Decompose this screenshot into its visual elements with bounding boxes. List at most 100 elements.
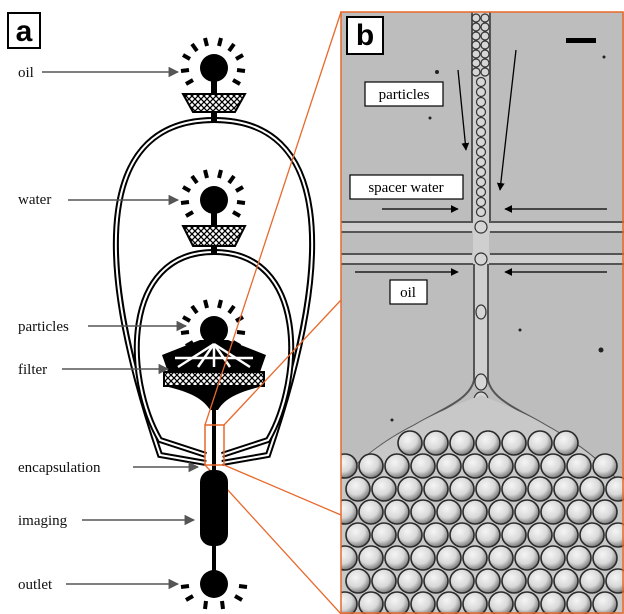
droplet (489, 592, 513, 614)
droplet (346, 569, 370, 593)
droplet (541, 546, 565, 570)
droplet (606, 523, 624, 547)
droplet (411, 592, 435, 614)
droplet (450, 477, 474, 501)
droplet (515, 500, 539, 524)
label-box-spacer-water: spacer water (350, 175, 463, 199)
droplet (476, 431, 500, 455)
droplet (606, 569, 624, 593)
droplet (554, 477, 578, 501)
droplet (463, 546, 487, 570)
panel-a: a (8, 12, 341, 614)
droplet (359, 500, 383, 524)
droplet (359, 592, 383, 614)
label-imaging: imaging (18, 513, 68, 529)
droplet (541, 500, 565, 524)
imaging-chamber (200, 470, 228, 546)
droplet (580, 569, 604, 593)
label-oil: oil (18, 65, 34, 81)
droplet (398, 477, 422, 501)
droplet (359, 546, 383, 570)
droplet (515, 546, 539, 570)
droplet (593, 592, 617, 614)
droplet (580, 523, 604, 547)
droplet (554, 523, 578, 547)
droplet (489, 454, 513, 478)
droplet (398, 569, 422, 593)
droplet (398, 523, 422, 547)
droplet (346, 477, 370, 501)
droplet (567, 592, 591, 614)
droplet (411, 454, 435, 478)
panel-b-micrograph: particles spacer water oil (333, 12, 624, 614)
droplet (333, 454, 357, 478)
droplet (489, 500, 513, 524)
label-b-spacer-water: spacer water (368, 180, 443, 196)
droplet (437, 454, 461, 478)
droplet (502, 477, 526, 501)
droplet (424, 431, 448, 455)
droplet (333, 500, 357, 524)
droplet (554, 569, 578, 593)
droplet (593, 454, 617, 478)
droplet (554, 431, 578, 455)
label-outlet: outlet (18, 577, 53, 593)
label-b-particles: particles (379, 87, 430, 103)
droplet (502, 523, 526, 547)
droplet (450, 431, 474, 455)
droplet (437, 500, 461, 524)
droplet (489, 546, 513, 570)
droplet (333, 546, 357, 570)
panel-b-letter: b (356, 19, 374, 52)
droplet (372, 477, 396, 501)
droplet (385, 454, 409, 478)
particle-inlet-icon (181, 300, 245, 346)
droplet (593, 500, 617, 524)
oil-inlet-icon (181, 38, 245, 122)
droplet (528, 431, 552, 455)
droplet (567, 454, 591, 478)
droplet (567, 546, 591, 570)
droplet (567, 500, 591, 524)
droplet (437, 546, 461, 570)
zoom-line-lower (224, 465, 341, 515)
droplet (476, 477, 500, 501)
droplet (541, 454, 565, 478)
droplet (385, 546, 409, 570)
droplet (437, 592, 461, 614)
droplet (502, 431, 526, 455)
scale-bar (566, 38, 596, 43)
droplet (385, 592, 409, 614)
droplet (476, 523, 500, 547)
droplet (515, 592, 539, 614)
droplet (411, 500, 435, 524)
label-encapsulation: encapsulation (18, 460, 101, 476)
droplet (502, 569, 526, 593)
droplet (515, 454, 539, 478)
label-box-particles: particles (365, 82, 443, 106)
droplet (528, 523, 552, 547)
panel-a-letter: a (16, 15, 33, 48)
droplet (528, 477, 552, 501)
droplet (463, 592, 487, 614)
droplet (463, 454, 487, 478)
water-inlet-icon (181, 170, 245, 254)
droplet (411, 546, 435, 570)
droplet (528, 569, 552, 593)
droplet (333, 592, 357, 614)
droplet (424, 477, 448, 501)
droplet (580, 477, 604, 501)
outlet-icon (181, 570, 247, 609)
droplet (463, 500, 487, 524)
droplet (372, 569, 396, 593)
droplet (424, 523, 448, 547)
droplet (372, 523, 396, 547)
droplet (476, 569, 500, 593)
droplet (541, 592, 565, 614)
label-filter: filter (18, 362, 47, 378)
droplet (385, 500, 409, 524)
droplet (424, 569, 448, 593)
droplet (450, 523, 474, 547)
droplet (398, 431, 422, 455)
